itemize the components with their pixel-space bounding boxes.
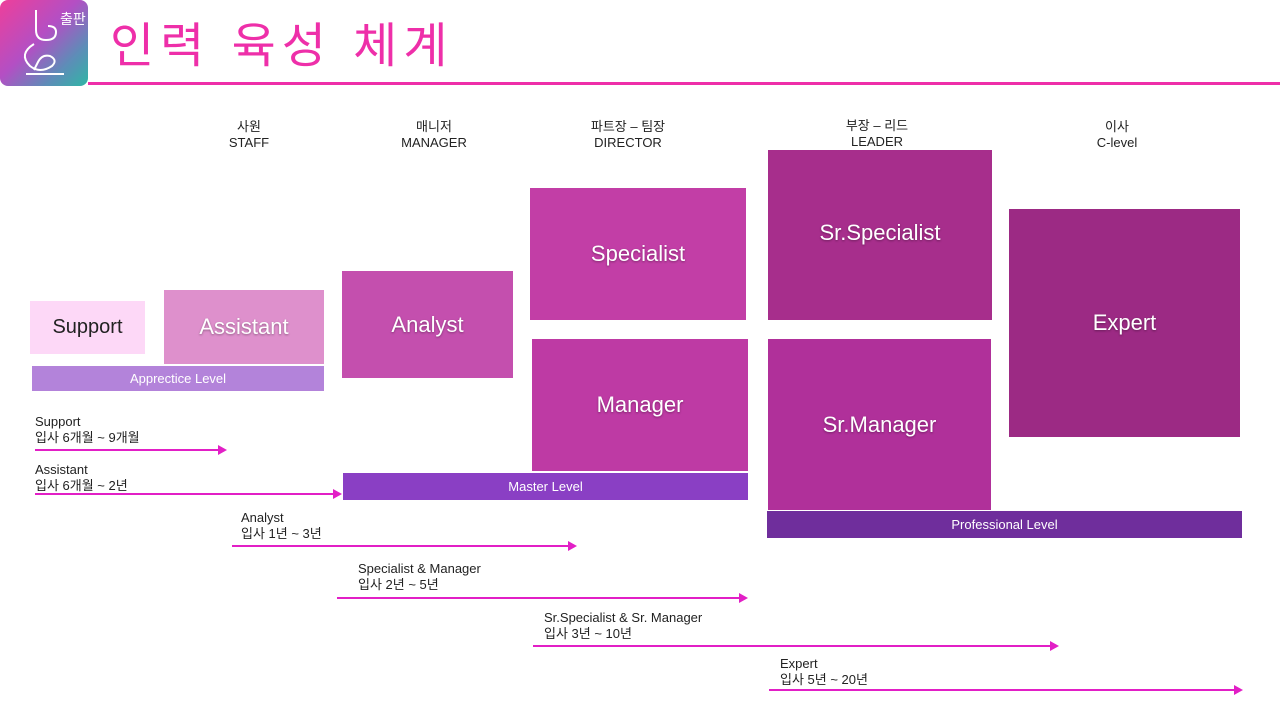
role-support: Support bbox=[30, 301, 145, 354]
column-heading-en: DIRECTOR bbox=[594, 135, 662, 150]
column-heading-manager: 매니저 MANAGER bbox=[384, 119, 484, 151]
column-heading-staff: 사원 STAFF bbox=[199, 119, 299, 151]
role-sr-manager: Sr.Manager bbox=[768, 339, 991, 510]
column-heading-en: LEADER bbox=[850, 134, 904, 149]
timeline-arrow-analyst bbox=[232, 541, 577, 551]
timeline-period: 입사 1년 ~ 3년 bbox=[241, 526, 322, 541]
timeline-period: 입사 5년 ~ 20년 bbox=[780, 672, 868, 687]
column-heading-leader: 부장 – 리드 LEADER bbox=[817, 118, 937, 150]
role-expert: Expert bbox=[1009, 209, 1240, 437]
timeline-period: 입사 3년 ~ 10년 bbox=[544, 626, 632, 641]
column-heading-director: 파트장 – 팀장 DIRECTOR bbox=[568, 119, 688, 151]
timeline-role: Specialist & Manager bbox=[358, 561, 481, 576]
title-divider bbox=[88, 82, 1280, 85]
level-bar-apprentice: Apprectice Level bbox=[32, 366, 324, 391]
role-manager: Manager bbox=[532, 339, 748, 471]
timeline-period: 입사 6개월 ~ 2년 bbox=[35, 478, 128, 493]
page-title: 인력 육성 체계 bbox=[110, 18, 454, 74]
level-bar-master: Master Level bbox=[343, 473, 748, 500]
timeline-role: Analyst bbox=[241, 510, 284, 525]
timeline-item-specialist-manager: Specialist & Manager 입사 2년 ~ 5년 bbox=[358, 561, 481, 593]
brand-logo: 출판 bbox=[0, 0, 88, 86]
role-sr-specialist: Sr.Specialist bbox=[768, 150, 992, 320]
timeline-arrow-specialist-manager bbox=[337, 593, 748, 603]
column-heading-clevel: 이사 C-level bbox=[1067, 119, 1167, 151]
logo-mark-icon: 출판 bbox=[23, 10, 86, 75]
timeline-role: Sr.Specialist & Sr. Manager bbox=[544, 610, 703, 625]
column-heading-en: C-level bbox=[1096, 135, 1138, 150]
level-bar-professional: Professional Level bbox=[767, 511, 1242, 538]
timeline-item-assistant: Assistant 입사 6개월 ~ 2년 bbox=[35, 462, 128, 494]
column-heading-en: MANAGER bbox=[401, 135, 467, 150]
timeline-arrow-expert bbox=[769, 685, 1243, 695]
timeline-item-expert: Expert 입사 5년 ~ 20년 bbox=[780, 656, 868, 688]
role-analyst: Analyst bbox=[342, 271, 513, 378]
logo-text: 출판 bbox=[60, 12, 86, 28]
column-heading-kr: 부장 – 리드 bbox=[845, 118, 909, 133]
timeline-role: Assistant bbox=[35, 462, 88, 477]
timeline-arrow-assistant bbox=[35, 489, 342, 499]
column-heading-kr: 사원 bbox=[237, 119, 261, 134]
timeline-arrow-support bbox=[35, 445, 227, 455]
timeline-arrow-sr bbox=[533, 641, 1059, 651]
column-heading-kr: 파트장 – 팀장 bbox=[590, 119, 666, 134]
column-heading-kr: 매니저 bbox=[416, 119, 452, 134]
role-specialist: Specialist bbox=[530, 188, 746, 320]
timeline-role: Expert bbox=[780, 656, 818, 671]
timeline-item-support: Support 입사 6개월 ~ 9개월 bbox=[35, 414, 140, 446]
timeline-item-sr: Sr.Specialist & Sr. Manager 입사 3년 ~ 10년 bbox=[544, 610, 702, 642]
role-assistant: Assistant bbox=[164, 290, 324, 364]
timeline-role: Support bbox=[35, 414, 81, 429]
timeline-item-analyst: Analyst 입사 1년 ~ 3년 bbox=[241, 510, 322, 542]
timeline-period: 입사 6개월 ~ 9개월 bbox=[35, 430, 140, 445]
column-heading-kr: 이사 bbox=[1105, 119, 1129, 134]
column-heading-en: STAFF bbox=[228, 135, 270, 150]
timeline-period: 입사 2년 ~ 5년 bbox=[358, 577, 439, 592]
